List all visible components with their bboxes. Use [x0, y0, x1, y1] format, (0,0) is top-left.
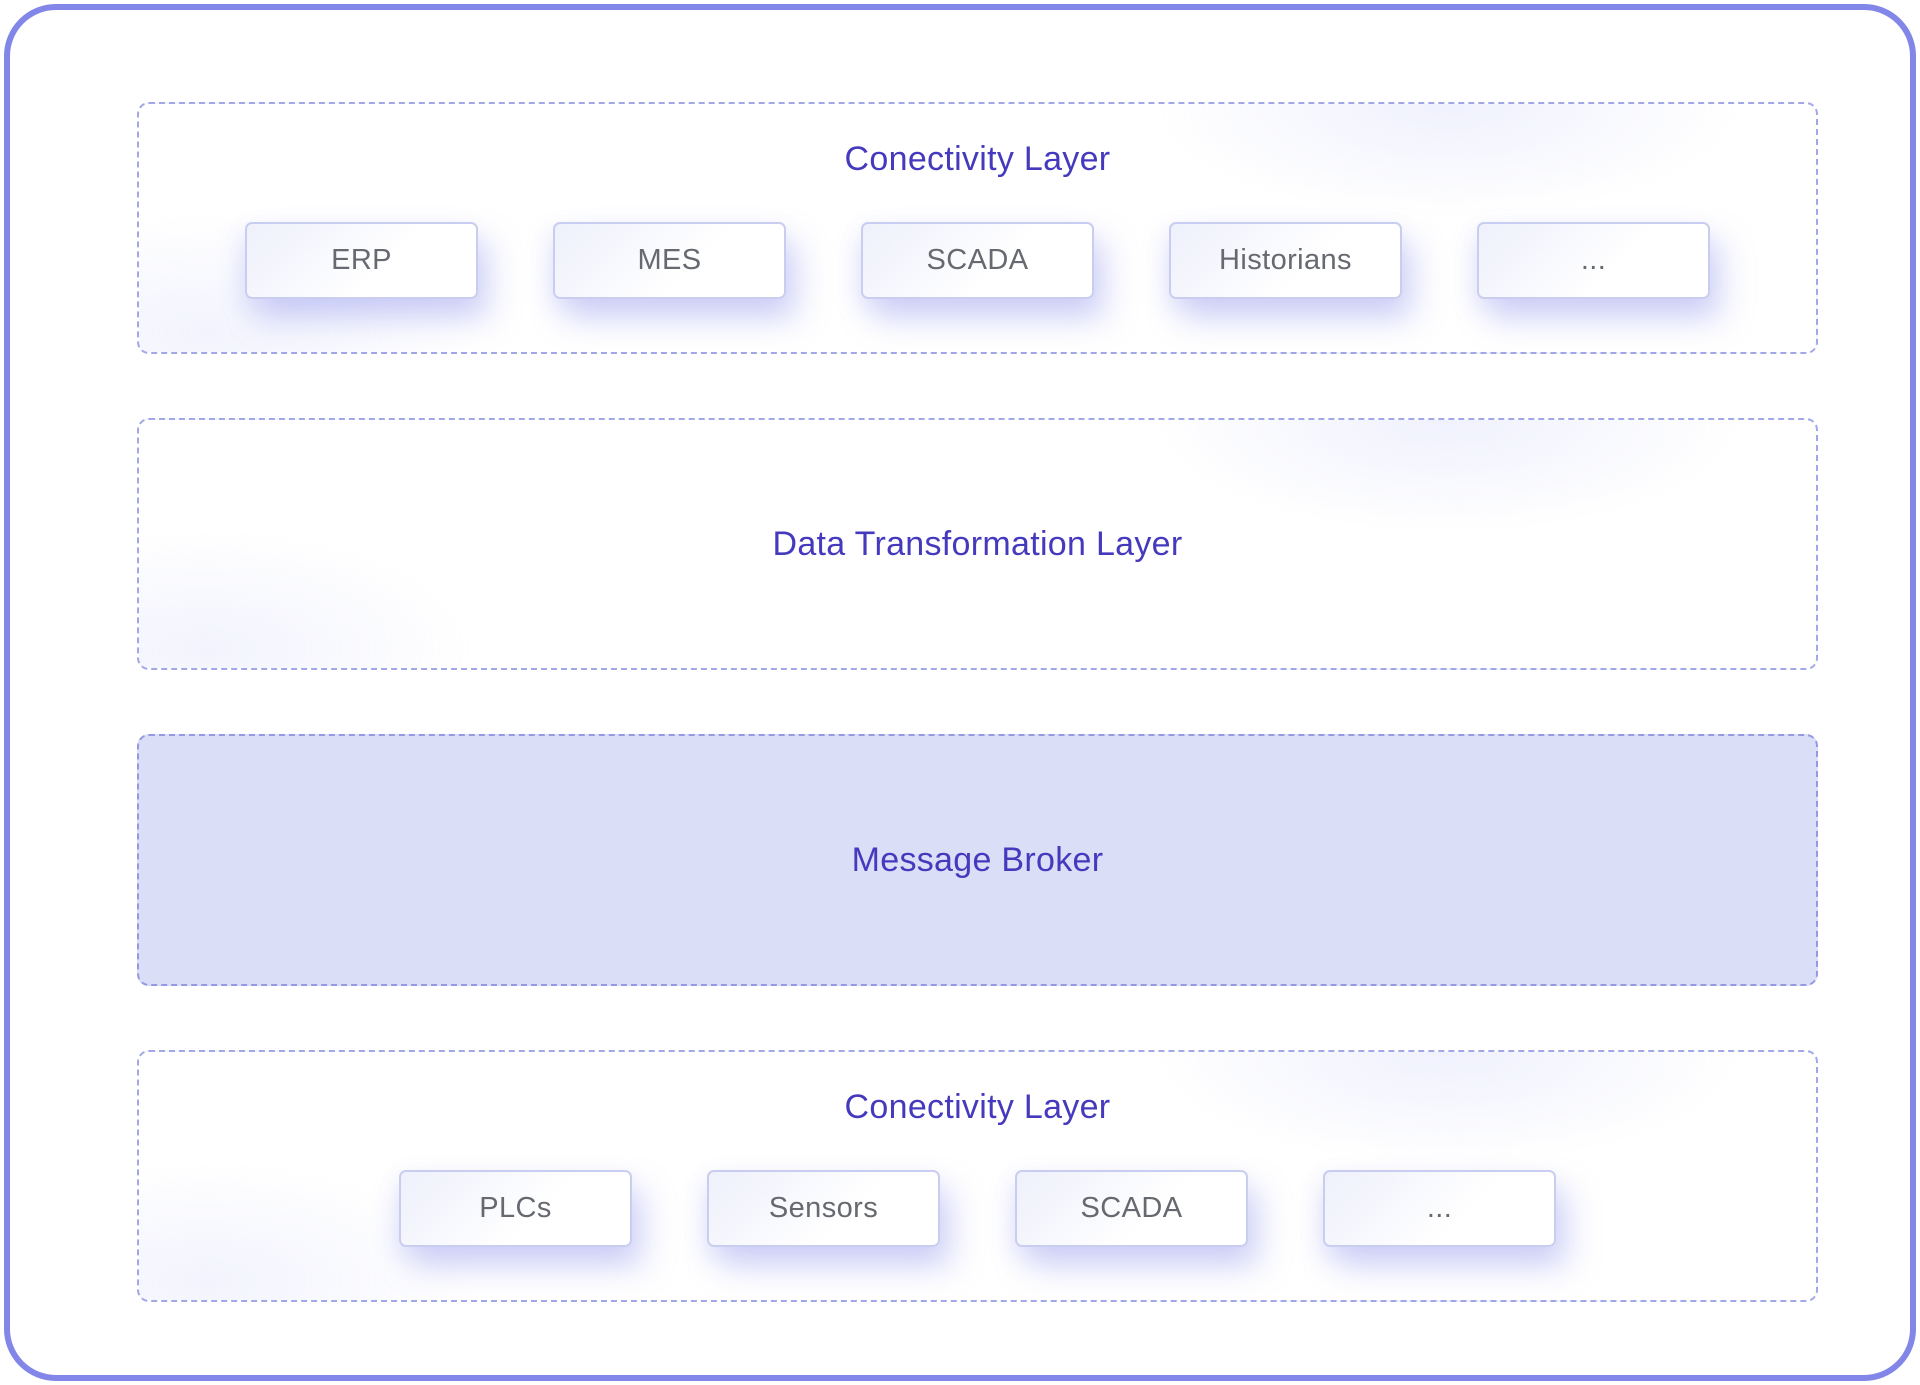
layer-title: Conectivity Layer	[844, 140, 1111, 178]
connectivity-bottom-items: PLCs Sensors SCADA...	[399, 1170, 1556, 1247]
layer-title: Data Transformation Layer	[772, 525, 1183, 563]
layer-title: Conectivity Layer	[844, 1088, 1111, 1126]
component-box: ERP	[245, 222, 478, 299]
diagram-outer-frame: Conectivity Layer ERP MES SCADA Historians.…	[4, 4, 1916, 1381]
layer-connectivity-bottom: Conectivity Layer PLCs Sensors SCADA...	[137, 1050, 1818, 1302]
component-box: SCADA	[861, 222, 1094, 299]
component-box: Historians	[1169, 222, 1402, 299]
component-box: SCADA	[1015, 1170, 1248, 1247]
layer-stack: Conectivity Layer ERP MES SCADA Historians.…	[137, 102, 1818, 1302]
connectivity-top-items: ERP MES SCADA Historians...	[245, 222, 1710, 299]
component-box: Sensors	[707, 1170, 940, 1247]
layer-title: Message Broker	[851, 841, 1104, 879]
component-box: MES	[553, 222, 786, 299]
component-box: PLCs	[399, 1170, 632, 1247]
layer-data-transformation: Data Transformation Layer	[137, 418, 1818, 670]
layer-message-broker: Message Broker	[137, 734, 1818, 986]
component-box: ...	[1323, 1170, 1556, 1247]
layer-connectivity-top: Conectivity Layer ERP MES SCADA Historians.…	[137, 102, 1818, 354]
component-box: ...	[1477, 222, 1710, 299]
